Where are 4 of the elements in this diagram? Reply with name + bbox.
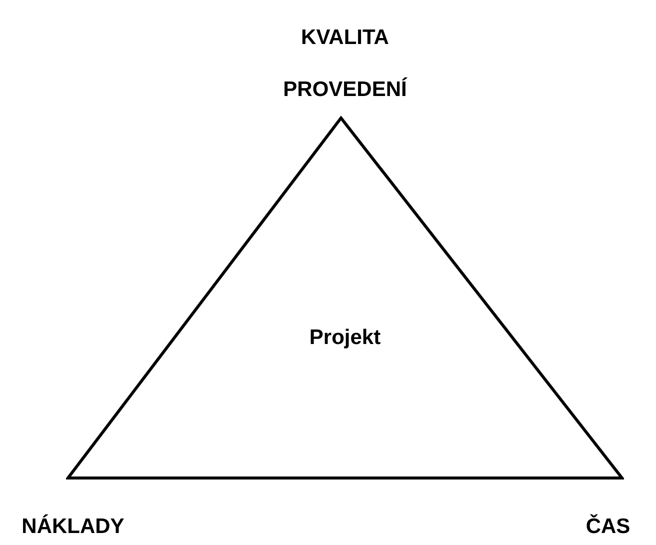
vertex-label: NÁKLADY (20, 514, 126, 540)
node-label: Projekt (309, 326, 381, 350)
vertex-label: KVALITA PROVEDENÍ (282, 25, 408, 103)
vertex-label: ČAS (584, 514, 632, 540)
